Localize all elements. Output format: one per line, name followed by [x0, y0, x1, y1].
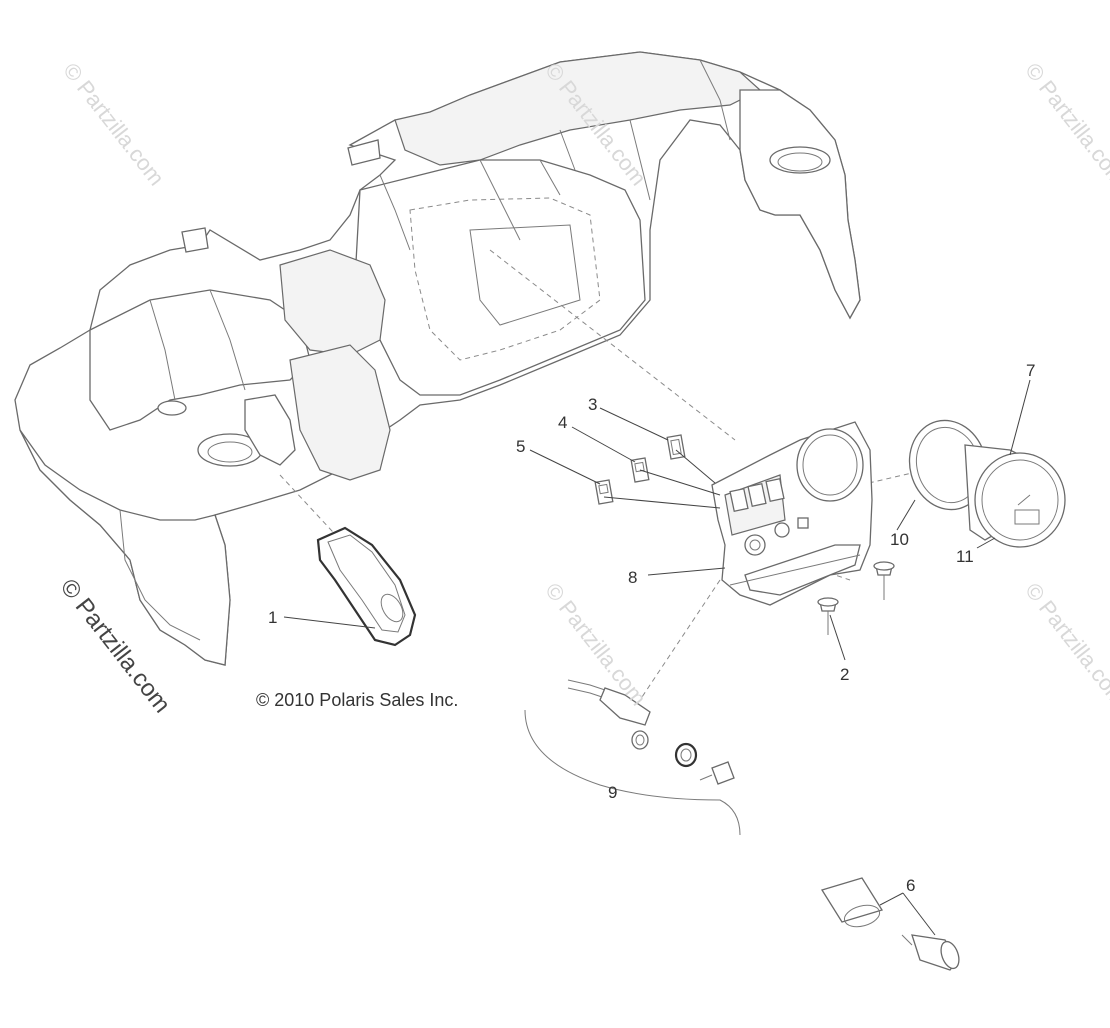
- part-5-switch: [594, 479, 614, 505]
- callout-9: 9: [608, 783, 617, 802]
- dashboard-body: [14, 51, 861, 666]
- part-9-ignition-switch: [524, 679, 741, 836]
- callout-10: 10: [890, 530, 909, 549]
- copyright-notice: © 2010 Polaris Sales Inc.: [256, 690, 459, 710]
- callout-5: 5: [516, 437, 525, 456]
- callout-8: 8: [628, 568, 637, 587]
- callout-4: 4: [558, 413, 567, 432]
- part-11-speedometer: [964, 444, 1066, 548]
- part-8-instrument-bezel: [711, 421, 873, 606]
- right-cupholder: [769, 146, 831, 174]
- part-1-grab-handle: [316, 526, 417, 647]
- callout-leaders: [283, 379, 1031, 936]
- callout-7: 7: [1026, 361, 1035, 380]
- callout-numbers: 1 2 3 4 5 6 7 8 9 10 11: [268, 361, 1035, 895]
- part-6-power-outlet: [820, 877, 960, 971]
- callout-3: 3: [588, 395, 597, 414]
- callout-6: 6: [906, 876, 915, 895]
- callout-2: 2: [840, 665, 849, 684]
- callout-11: 11: [956, 547, 974, 566]
- callout-1: 1: [268, 608, 277, 627]
- part-2-screws: [817, 561, 895, 635]
- part-3-switch-blank: [666, 434, 686, 460]
